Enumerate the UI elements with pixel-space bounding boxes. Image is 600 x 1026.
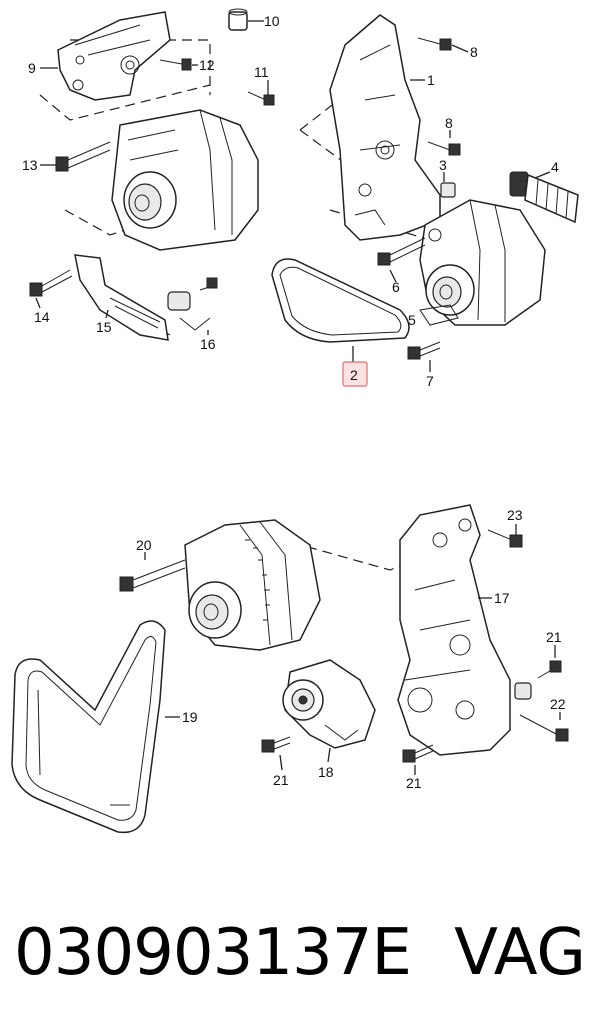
callout-6: 6	[392, 279, 400, 295]
alternator-upper-right	[419, 199, 546, 326]
lower-assembly	[11, 504, 569, 834]
bolt-part-21-left	[261, 736, 291, 753]
bolt-part-8-middle	[427, 141, 461, 156]
part-2-highlight-box	[342, 361, 368, 387]
v-belt-part-2	[271, 258, 410, 343]
callout-1: 1	[427, 72, 435, 88]
bolt-part-7	[407, 341, 441, 360]
callout-2: 2	[350, 367, 358, 383]
bolt-part-11	[247, 91, 275, 106]
callout-21-right: 21	[546, 629, 562, 645]
callout-22: 22	[550, 696, 566, 712]
exploded-parts-diagram: 1 2 3 4 5 6 7 8 8 9 10 11 12 13 14 15 16…	[11, 8, 579, 834]
tensioner-part-18	[282, 659, 376, 749]
bolt-part-6	[377, 237, 426, 266]
bracket-part-17	[397, 504, 511, 756]
callout-16: 16	[200, 336, 216, 352]
bolt-part-21-middle	[402, 744, 434, 763]
alternator-upper-left	[111, 109, 259, 251]
callout-9: 9	[28, 60, 36, 76]
bushing-part-10	[228, 8, 248, 31]
bracket-part-1	[329, 14, 441, 241]
bolt-part-23	[487, 529, 523, 548]
pulley-part-16	[167, 277, 218, 331]
bolt-part-20	[119, 559, 186, 592]
callout-15: 15	[96, 319, 112, 335]
alternator-lower	[184, 519, 321, 651]
bolt-part-12	[159, 58, 192, 71]
callout-17: 17	[494, 590, 510, 606]
ribbed-belt-part-19	[11, 620, 166, 834]
part-number: 030903137E	[14, 916, 412, 990]
upper-assembly	[29, 8, 579, 360]
bolt-part-22	[519, 714, 569, 742]
callout-23: 23	[507, 507, 523, 523]
callout-13: 13	[22, 157, 38, 173]
callout-14: 14	[34, 309, 50, 325]
callout-7: 7	[426, 373, 434, 389]
bolt-part-14	[29, 269, 73, 297]
bracket-part-15	[74, 254, 169, 341]
callout-11: 11	[254, 64, 269, 80]
solenoid-part-4	[509, 171, 579, 224]
callout-8-middle: 8	[445, 115, 453, 131]
bolt-part-8-top	[417, 37, 452, 51]
leader-lines	[35, 20, 561, 775]
callout-10: 10	[264, 13, 280, 29]
footer: 030903137E VAG	[0, 888, 600, 1018]
callout-12: 12	[199, 57, 215, 73]
callout-4: 4	[551, 159, 559, 175]
callout-18: 18	[318, 764, 334, 780]
callout-19: 19	[182, 709, 198, 725]
callout-8-top: 8	[470, 44, 478, 60]
callout-20: 20	[136, 537, 152, 553]
callout-3: 3	[439, 157, 447, 173]
callout-21-middle: 21	[406, 775, 422, 791]
spacer-near-part-22	[514, 682, 532, 700]
brand-name: VAG	[454, 916, 586, 990]
callout-5: 5	[408, 312, 416, 328]
spacer-part-3	[440, 182, 456, 198]
callout-labels: 1 2 3 4 5 6 7 8 8 9 10 11 12 13 14 15 16…	[22, 13, 566, 791]
bracket-part-5	[419, 304, 459, 326]
bolt-part-13	[55, 141, 111, 172]
bracket-part-9	[57, 11, 171, 101]
bolt-part-21-right	[537, 660, 562, 679]
callout-21-left: 21	[273, 772, 289, 788]
